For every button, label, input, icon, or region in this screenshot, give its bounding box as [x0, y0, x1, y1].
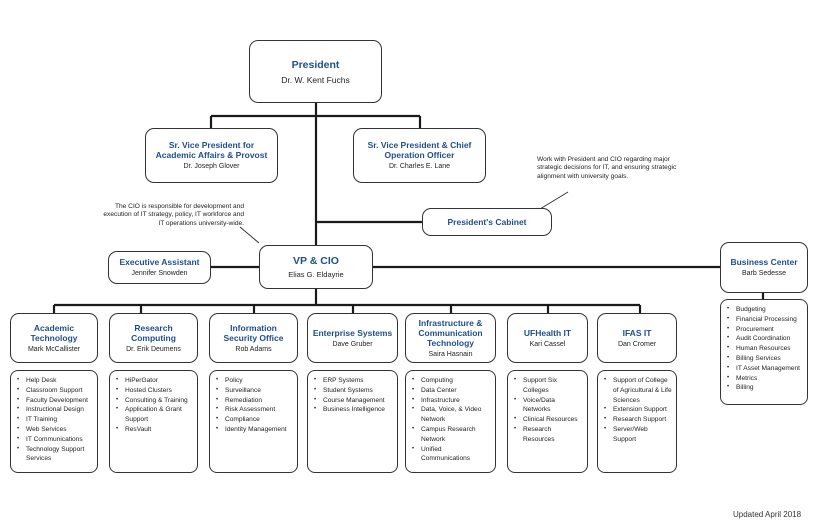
- list-item: HiPerGator: [116, 376, 193, 386]
- list-item: Research Support: [604, 415, 672, 425]
- list-item: Server/Web Support: [604, 425, 672, 445]
- dept-title: Information Security Office: [223, 322, 284, 343]
- list-item: Risk Assessment: [216, 405, 293, 415]
- dept-lead: Mark McCallister: [27, 345, 81, 353]
- dept-title: Enterprise Systems: [312, 327, 393, 338]
- dept-lead: Dave Gruber: [332, 340, 373, 348]
- dept-lead: Dan Cromer: [617, 340, 657, 348]
- dept-enterprise-systems: Enterprise Systems Dave Gruber: [307, 313, 398, 363]
- list-item: Surveillance: [216, 386, 293, 396]
- svp-coo-box: Sr. Vice President & Chief Operation Off…: [353, 128, 486, 183]
- exec-assistant-title: Executive Assistant: [119, 257, 200, 267]
- list-item: Compliance: [216, 415, 293, 425]
- business-center-box: Business Center Barb Sedesse: [720, 242, 808, 293]
- business-center-name: Barb Sedesse: [742, 270, 786, 277]
- dept-research-computing-list: HiPerGator Hosted Clusters Consulting & …: [109, 370, 198, 473]
- list-item: Support Six Colleges: [514, 376, 583, 396]
- list-item: IT Asset Management: [727, 364, 803, 374]
- exec-assistant-name: Jennifer Snowden: [131, 270, 188, 277]
- list-item: Course Management: [314, 396, 393, 406]
- dept-research-computing: Research Computing Dr. Erik Deumens: [109, 313, 198, 363]
- cio-note: The CIO is responsible for development a…: [103, 203, 244, 227]
- list-item: Human Resources: [727, 344, 803, 354]
- dept-lead: Dr. Erik Deumens: [126, 345, 181, 353]
- cio-box: VP & CIO Elias G. Eldayrie: [259, 245, 373, 289]
- list-item: Campus Research Network: [412, 425, 491, 445]
- business-center-title: Business Center: [730, 257, 798, 267]
- list-item: Budgeting: [727, 305, 803, 315]
- list-item: Application & Grant Support: [116, 405, 193, 425]
- president-box: President Dr. W. Kent Fuchs: [249, 40, 382, 103]
- cio-name: Elias G. Eldayrie: [288, 270, 344, 279]
- cabinet-title: President's Cabinet: [447, 217, 527, 227]
- list-item: Instructional Design: [17, 405, 93, 415]
- list-item: Research Resources: [514, 425, 583, 445]
- dept-lead: Kari Cassel: [529, 340, 566, 348]
- svp-academic-name: Dr. Joseph Glover: [183, 163, 240, 170]
- list-item: Extension Support: [604, 405, 672, 415]
- list-item: Student Systems: [314, 386, 393, 396]
- dept-ifas-it: IFAS IT Dan Cromer: [597, 313, 677, 363]
- list-item: Classroom Support: [17, 386, 93, 396]
- svp-academic-box: Sr. Vice President for Academic Affairs …: [145, 128, 278, 183]
- list-item: Unified Communications: [412, 445, 491, 465]
- dept-academic-technology: Academic Technology Mark McCallister: [10, 313, 98, 363]
- list-item: Financial Processing: [727, 315, 803, 325]
- updated-date: Updated April 2018: [733, 510, 802, 519]
- dept-information-security-list: Policy Surveillance Remediation Risk Ass…: [209, 370, 298, 473]
- list-item: Voice/Data Networks: [514, 396, 583, 416]
- list-item: Policy: [216, 376, 293, 386]
- dept-title: Infrastructure & Communication Technolog…: [418, 317, 483, 348]
- list-item: Audit Coordination: [727, 334, 803, 344]
- list-item: Procurement: [727, 325, 803, 335]
- list-item: Billing: [727, 383, 803, 393]
- list-item: Remediation: [216, 396, 293, 406]
- svp-coo-title: Sr. Vice President & Chief Operation Off…: [367, 140, 472, 160]
- list-item: Business Intelligence: [314, 405, 393, 415]
- list-item: Identity Management: [216, 425, 293, 435]
- list-item: Data Center: [412, 386, 491, 396]
- list-item: Support of College of Agricultural & Lif…: [604, 376, 672, 405]
- dept-ufhealth-it-list: Support Six Colleges Voice/Data Networks…: [507, 370, 588, 473]
- dept-enterprise-systems-list: ERP Systems Student Systems Course Manag…: [307, 370, 398, 473]
- list-item: Metrics: [727, 374, 803, 384]
- list-item: Web Services: [17, 425, 93, 435]
- president-title: President: [291, 58, 340, 71]
- list-item: Help Desk: [17, 376, 93, 386]
- dept-title: UFHealth IT: [523, 327, 572, 338]
- list-item: Technology Support Services: [17, 445, 93, 465]
- dept-lead: Saira Hasnain: [428, 350, 473, 358]
- dept-infrastructure-list: Computing Data Center Infrastructure Dat…: [405, 370, 496, 473]
- dept-information-security: Information Security Office Rob Adams: [209, 313, 298, 363]
- list-item: Billing Services: [727, 354, 803, 364]
- list-item: IT Training: [17, 415, 93, 425]
- list-item: Hosted Clusters: [116, 386, 193, 396]
- list-item: Data, Voice, & Video Network: [412, 405, 491, 425]
- president-name: Dr. W. Kent Fuchs: [281, 74, 350, 85]
- dept-infrastructure: Infrastructure & Communication Technolog…: [405, 313, 496, 363]
- dept-ifas-it-list: Support of College of Agricultural & Lif…: [597, 370, 677, 473]
- list-item: Computing: [412, 376, 491, 386]
- list-item: Infrastructure: [412, 396, 491, 406]
- exec-assistant-box: Executive Assistant Jennifer Snowden: [108, 251, 211, 284]
- cio-title: VP & CIO: [293, 255, 339, 267]
- cabinet-note: Work with President and CIO regarding ma…: [537, 156, 677, 180]
- cabinet-box: President's Cabinet: [422, 208, 552, 236]
- list-item: Clinical Resources: [514, 415, 583, 425]
- list-item: IT Communications: [17, 435, 93, 445]
- svp-coo-name: Dr. Charles E. Lane: [388, 163, 451, 170]
- dept-lead: Rob Adams: [235, 345, 272, 353]
- list-item: ResVault: [116, 425, 193, 435]
- dept-ufhealth-it: UFHealth IT Kari Cassel: [507, 313, 588, 363]
- svp-academic-title: Sr. Vice President for Academic Affairs …: [155, 140, 268, 160]
- list-item: ERP Systems: [314, 376, 393, 386]
- dept-title: Academic Technology: [30, 322, 78, 343]
- dept-academic-technology-list: Help Desk Classroom Support Faculty Deve…: [10, 370, 98, 473]
- list-item: Faculty Development: [17, 396, 93, 406]
- business-center-list: Budgeting Financial Processing Procureme…: [720, 299, 808, 405]
- dept-title: IFAS IT: [622, 327, 652, 338]
- dept-title: Research Computing: [131, 322, 176, 343]
- list-item: Consulting & Training: [116, 396, 193, 406]
